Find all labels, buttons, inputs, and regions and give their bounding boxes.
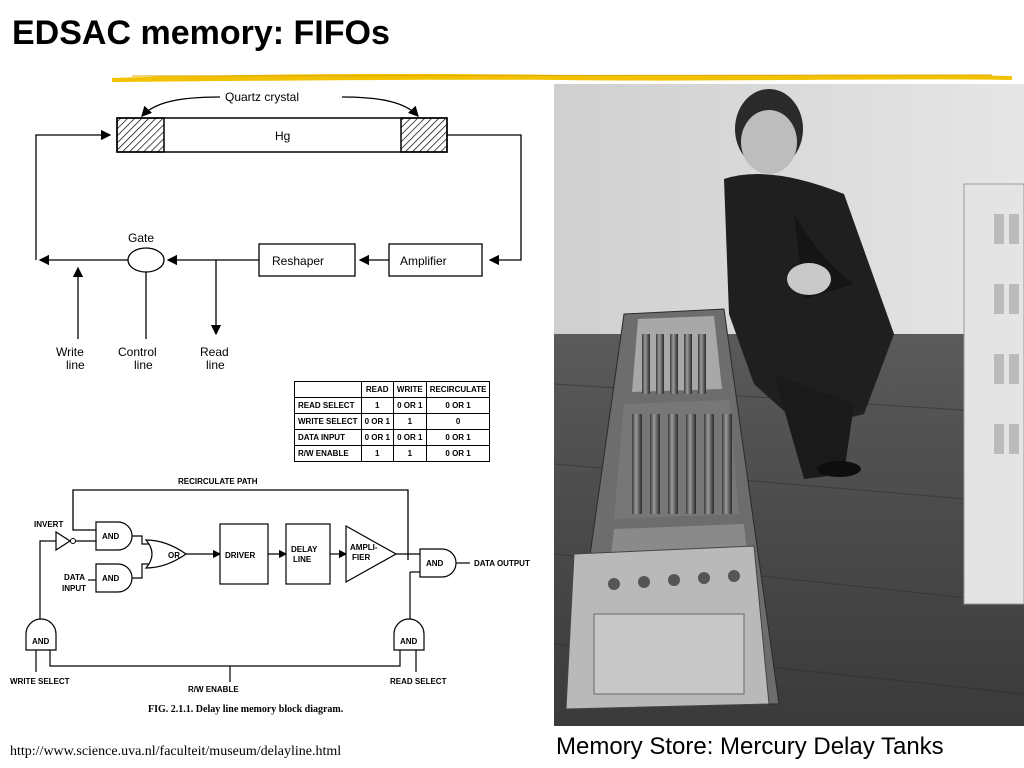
driver-box — [219, 523, 269, 585]
table-header: WRITE — [392, 381, 427, 398]
title-underline — [112, 74, 1012, 82]
write-line-label-1: Write — [56, 345, 84, 359]
table-cell: 1 — [360, 397, 394, 414]
recirculate-path-label: RECIRCULATE PATH — [178, 477, 258, 486]
table-header: READ — [360, 381, 394, 398]
table-row: DATA INPUT 0 OR 1 0 OR 1 0 OR 1 — [294, 429, 491, 446]
figure-caption: FIG. 2.1.1. Delay line memory block diag… — [148, 704, 344, 715]
mercury-delay-tanks-photo — [554, 84, 1024, 726]
table-row: READ SELECT 1 0 OR 1 0 OR 1 — [294, 397, 491, 414]
table-cell: 0 OR 1 — [360, 413, 394, 430]
reshaper-label: Reshaper — [272, 254, 324, 268]
table-header-row: READ WRITE RECIRCULATE — [294, 381, 491, 398]
table-cell: 0 OR 1 — [392, 429, 427, 446]
driver-label: DRIVER — [225, 551, 255, 560]
delay-line-diagram: Quartz crystal Hg Amplifier Reshaper Gat… — [35, 90, 522, 372]
and-gate-read — [393, 618, 425, 651]
table-cell: 1 — [360, 445, 394, 462]
source-link[interactable]: http://www.science.uva.nl/faculteit/muse… — [10, 744, 342, 759]
read-line-label-2: line — [206, 358, 225, 372]
and-gate-2 — [95, 563, 133, 593]
crystal-right — [400, 117, 448, 153]
gate-label: Gate — [128, 231, 154, 245]
table-cell: WRITE SELECT — [294, 413, 362, 430]
delay-line-box — [285, 523, 331, 585]
slide-title: EDSAC memory: FIFOs — [12, 14, 390, 52]
rw-enable-label: R/W ENABLE — [188, 685, 239, 694]
table-row: R/W ENABLE 1 1 0 OR 1 — [294, 445, 491, 462]
control-line-label-2: line — [134, 358, 153, 372]
data-input-label-2: INPUT — [62, 584, 86, 593]
block-diagram: RECIRCULATE PATH INVERT AND AND DATA INP… — [10, 477, 530, 715]
or-gate-label: OR — [168, 551, 180, 560]
crystal-label: Quartz crystal — [225, 90, 299, 104]
tube-label: Hg — [275, 129, 290, 143]
and-gate-1 — [95, 521, 133, 551]
crystal-left — [116, 117, 165, 153]
table-cell: 0 OR 1 — [425, 429, 491, 446]
gate-node — [127, 247, 165, 273]
table-cell: READ SELECT — [294, 397, 362, 414]
crystal-arc-right — [341, 96, 419, 117]
data-input-label-1: DATA — [64, 573, 85, 582]
table-cell: 0 OR 1 — [392, 397, 427, 414]
and-gate-out-label: AND — [426, 559, 444, 568]
control-line-label-1: Control — [118, 345, 157, 359]
photo-caption: Memory Store: Mercury Delay Tanks — [556, 733, 944, 760]
table-header — [294, 381, 362, 398]
crystal-arc-left — [141, 96, 221, 117]
read-select-label: READ SELECT — [390, 677, 447, 686]
write-line-label-2: line — [66, 358, 85, 372]
amplifier-label: Amplifier — [400, 254, 447, 268]
table-cell: 0 OR 1 — [425, 445, 491, 462]
table-header: RECIRCULATE — [425, 381, 491, 398]
table-cell: 1 — [392, 413, 427, 430]
and-gate-out — [419, 548, 457, 578]
data-output-label: DATA OUTPUT — [474, 559, 530, 568]
delay-line-label-2: LINE — [293, 555, 312, 564]
table-cell: 0 OR 1 — [425, 397, 491, 414]
and-gate-write — [25, 618, 57, 651]
delay-line-label-1: DELAY — [291, 545, 318, 554]
or-gate — [144, 539, 188, 569]
truth-table: READ WRITE RECIRCULATE READ SELECT 1 0 O… — [294, 381, 491, 462]
table-cell: R/W ENABLE — [294, 445, 362, 462]
amplifier-label-2: FIER — [352, 553, 370, 562]
table-cell: 0 OR 1 — [360, 429, 394, 446]
and-gate-write-label: AND — [32, 637, 50, 646]
table-cell: 1 — [392, 445, 427, 462]
and-gate-1-label: AND — [102, 532, 120, 541]
table-cell: DATA INPUT — [294, 429, 362, 446]
table-cell: 0 — [425, 413, 491, 430]
amplifier-box — [388, 243, 483, 277]
invert-label: INVERT — [34, 520, 63, 529]
invert-gate — [55, 530, 72, 552]
write-select-label: WRITE SELECT — [10, 677, 70, 686]
reshaper-box — [258, 243, 356, 277]
read-line-label-1: Read — [200, 345, 229, 359]
and-gate-read-label: AND — [400, 637, 418, 646]
amplifier-triangle — [345, 524, 398, 584]
and-gate-2-label: AND — [102, 574, 120, 583]
table-row: WRITE SELECT 0 OR 1 1 0 — [294, 413, 491, 430]
amplifier-label-1: AMPLI- — [350, 543, 378, 552]
